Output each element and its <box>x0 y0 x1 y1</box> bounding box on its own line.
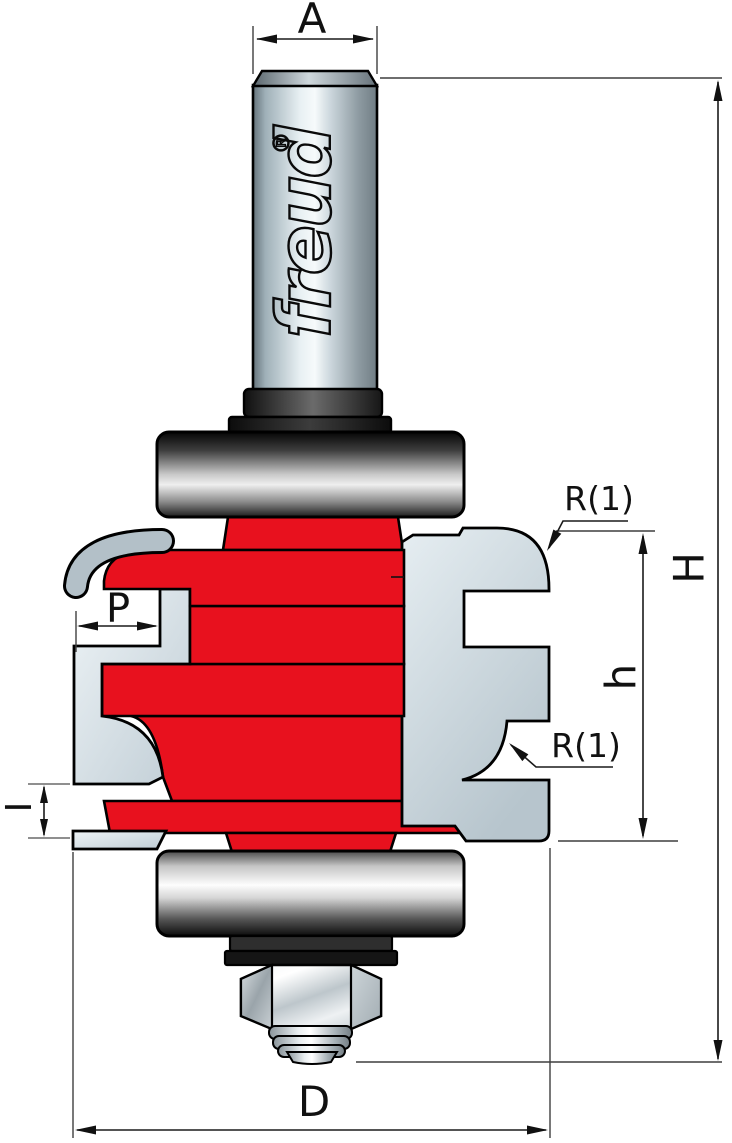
label-radius-top-R1: R(1) <box>564 479 634 518</box>
label-slot-height-I: I <box>0 802 40 813</box>
shank-assembly: freud ® <box>155 69 466 519</box>
leader-R1-top <box>548 520 628 549</box>
carbide-cutter-right <box>400 526 551 843</box>
dimension-arrowheads <box>40 34 723 1135</box>
hex-nut <box>239 963 383 1031</box>
label-radius-bottom-R1: R(1) <box>551 726 621 765</box>
body-band-b <box>188 604 406 666</box>
dim-D-ext-lines <box>72 848 551 1138</box>
carbide-hook-lip <box>63 528 175 599</box>
label-profile-depth-P: P <box>106 586 130 632</box>
shank-chamfer <box>250 69 380 88</box>
hex-nut-left-facet <box>239 963 274 1031</box>
dimension-labels: A H h P I D R(1) R(1) <box>0 0 714 1126</box>
label-cutter-height-h: h <box>597 664 646 691</box>
brand-registered-mark: ® <box>270 132 295 154</box>
body-neck-bottom <box>224 831 398 854</box>
label-overall-diameter-D: D <box>298 1077 330 1126</box>
bottom-hardware <box>155 849 466 1065</box>
cutter-body-red <box>102 515 461 854</box>
brand-logo: freud <box>262 124 348 338</box>
bottom-washer-1 <box>228 934 394 953</box>
carbide-cutter-left-foot <box>71 829 169 851</box>
label-shank-diameter-A: A <box>298 0 327 43</box>
body-band-lower <box>130 714 406 803</box>
hex-nut-right-facet <box>349 963 383 1031</box>
dim-I-ext-lines <box>28 783 70 839</box>
dim-h-ext-lines <box>556 530 678 842</box>
body-band-mid <box>100 662 406 718</box>
cutter-body-red-upper <box>102 548 406 666</box>
bearing-bottom <box>155 849 466 938</box>
carbide-cutter-left <box>72 587 192 786</box>
bottom-washer-2 <box>223 949 399 967</box>
dim-H-ext-lines <box>356 77 722 1063</box>
body-band-a <box>102 548 406 608</box>
dim-A-ext-lines <box>252 26 378 74</box>
screw-thread-tip <box>268 1025 353 1065</box>
shank-collar <box>242 387 384 419</box>
bearing-top <box>155 430 466 519</box>
body-neck-top <box>221 515 405 552</box>
label-overall-height-H: H <box>665 552 714 584</box>
